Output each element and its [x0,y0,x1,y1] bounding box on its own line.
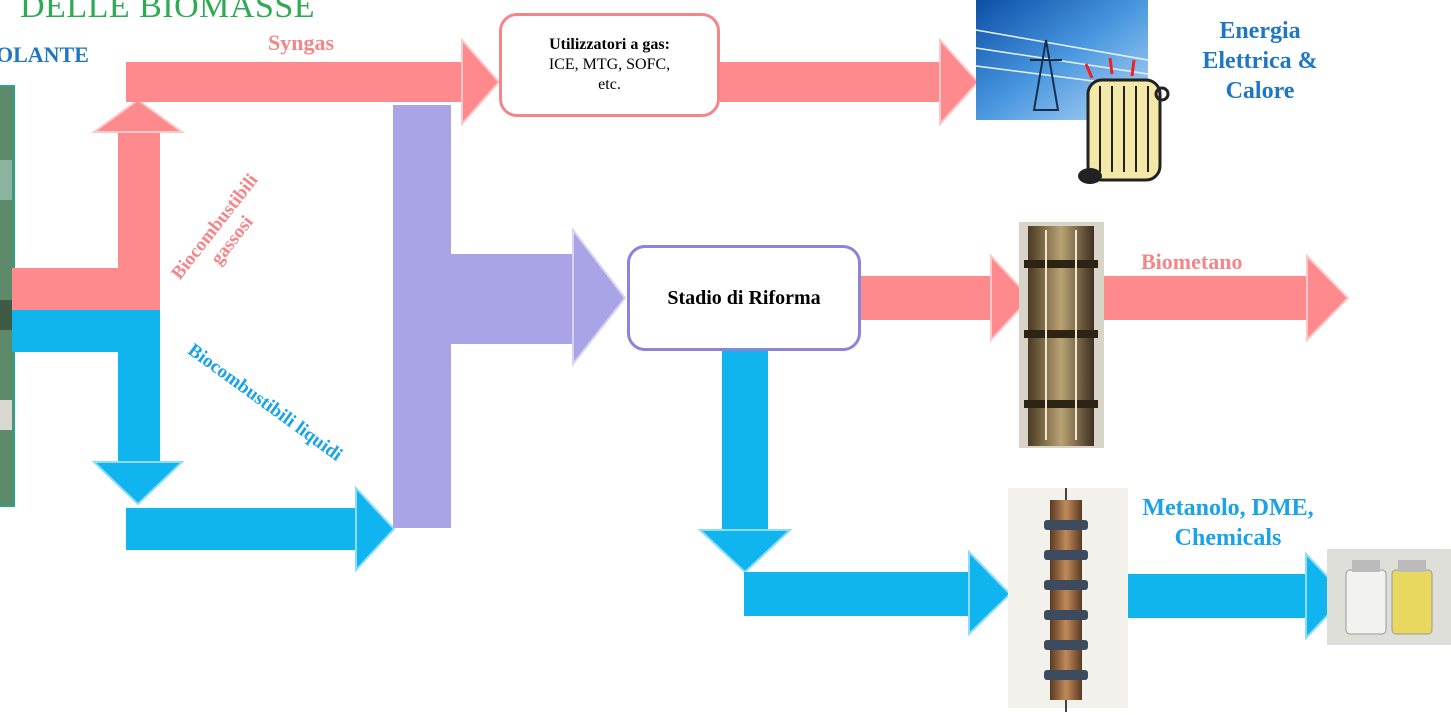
gas-users-heading: Utilizzatori a gas: [549,36,670,53]
liquid-biofuel-arrows [12,310,396,573]
chem-line2: Chemicals [1174,525,1282,551]
title-fragment: DELLE BIOMASSE [20,0,316,25]
distillation-column-drawing [1008,488,1128,712]
energy-line2: Elettrica & [1202,48,1318,74]
chemicals-output-label: Metanolo, DME, Chemicals [1138,493,1318,553]
chem-line1: Metanolo, DME, [1142,495,1314,521]
chemical-bottles-photo [1327,549,1451,645]
reforming-label: Stadio di Riforma [667,286,821,309]
syngas-arrows [12,37,980,310]
gas-users-line1: ICE, MTG, SOFC, [548,56,671,73]
reforming-box: Stadio di Riforma [627,245,861,351]
syngas-label: Syngas [268,30,335,55]
gas-users-line2: etc. [598,76,621,93]
energy-line3: Calore [1225,78,1295,104]
chemicals-arrows [697,351,1348,641]
biomethane-label: Biometano [1141,249,1243,274]
left-label: OLANTE [0,42,89,67]
reactor-column-photo [1019,222,1104,448]
energy-output-label: Energia Elettrica & Calore [1178,16,1342,106]
biomethane-arrows [861,253,1350,343]
combined-flow-arrow [393,105,627,528]
radiator-icon [1078,57,1170,184]
energy-line1: Energia [1219,18,1301,44]
biomass-plant-photo [0,85,15,507]
gas-users-box: Utilizzatori a gas: ICE, MTG, SOFC, etc. [499,13,720,117]
